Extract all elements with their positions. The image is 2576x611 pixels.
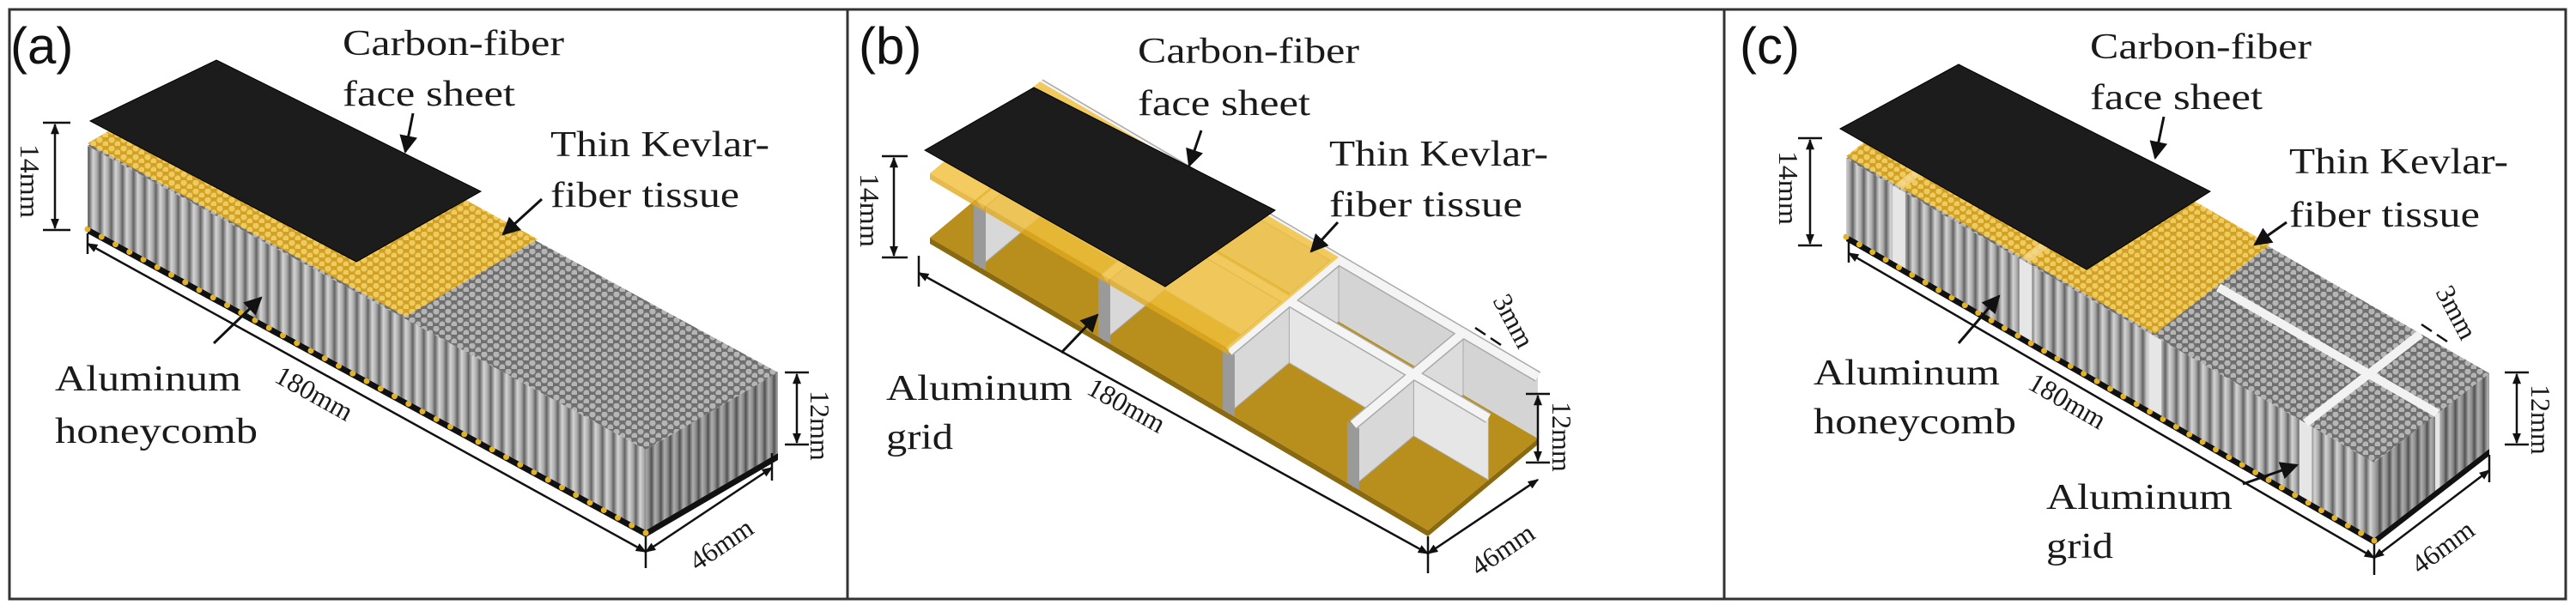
dimension-label: 12mm: [1546, 402, 1577, 472]
face-sheet-label: face sheet: [343, 75, 515, 114]
carbon-fiber-face-sheet: [923, 87, 1276, 287]
plate-edge-dot: [1843, 233, 1850, 240]
core-label: Aluminum: [886, 369, 1072, 408]
grid-label: grid: [2046, 527, 2113, 566]
face-sheet-label: Carbon-fiber: [1138, 32, 1359, 71]
carbon-fiber-face-sheet: [1838, 64, 2212, 270]
dimension-12mm: 12mm: [785, 371, 835, 461]
dimension-label: 12mm: [2525, 384, 2556, 455]
dimension-label: 46mm: [1465, 517, 1540, 582]
core-label: honeycomb: [55, 412, 258, 451]
grid-wall-edge: [974, 202, 986, 271]
grid-wall-edge: [1223, 348, 1235, 417]
face-sheet-label: face sheet: [1138, 84, 1310, 124]
panel-label: (a): [10, 17, 73, 75]
face-sheet-label: face sheet: [2090, 78, 2263, 118]
pointer-arrow: [399, 112, 418, 154]
dimension-label: 14mm: [1773, 151, 1804, 225]
panel-label: (c): [1740, 17, 1800, 75]
grid-wall-front: [2148, 332, 2162, 416]
core-label: Aluminum: [1814, 354, 2000, 393]
dimension-3mm: 3mm: [2421, 280, 2484, 344]
core-label: honeycomb: [1814, 402, 2016, 442]
grid-wall-edge: [1098, 275, 1110, 344]
pointer-arrow: [501, 197, 544, 236]
pointer-arrow: [2149, 116, 2168, 160]
kevlar-label: fiber tissue: [1329, 185, 1522, 225]
grid-wall-front: [2299, 419, 2312, 503]
dimension-label: 14mm: [854, 173, 885, 247]
face-sheet-label: Carbon-fiber: [343, 24, 564, 64]
dimension-label: 14mm: [15, 144, 46, 218]
dimension-label: 3mm: [1487, 288, 1541, 353]
dimension-label: 46mm: [683, 511, 759, 577]
grid-wall-end: [2435, 411, 2440, 491]
plate-edge-dot: [2371, 537, 2378, 544]
dimension-label: 46mm: [2405, 513, 2480, 579]
plate-edge-dot: [98, 233, 105, 240]
kevlar-label: fiber tissue: [2289, 196, 2480, 235]
plate-edge-dot: [1856, 241, 1862, 248]
grid-wall-front: [2019, 258, 2032, 342]
pointer-arrow: [1186, 130, 1204, 167]
kevlar-label: Thin Kevlar-: [2289, 142, 2508, 182]
plate-edge-dot: [84, 226, 91, 233]
pointer-arrow: [2253, 221, 2287, 246]
dimension-label: 180mm: [1083, 372, 1171, 439]
dimension-12mm: 12mm: [1526, 392, 1577, 472]
dimension-14mm: 14mm: [1773, 136, 1822, 247]
dimension-14mm: 14mm: [15, 121, 70, 232]
dimension-14mm: 14mm: [854, 154, 908, 259]
panel-a: (a) Carbon-fiber face sheet Thin Kevlar-…: [10, 17, 835, 577]
figure-frame: [8, 8, 2567, 601]
dimension-12mm: 12mm: [2505, 371, 2556, 455]
kevlar-label: fiber tissue: [550, 176, 739, 215]
kevlar-label: Thin Kevlar-: [550, 125, 769, 165]
panel-label: (b): [859, 17, 921, 75]
grid-label: Aluminum: [2046, 478, 2233, 517]
carbon-fiber-face-sheet: [88, 59, 483, 263]
panel-c: (c) Carbon-fiber face sheet Thin Kevlar-…: [1740, 17, 2556, 580]
dimension-label: 12mm: [805, 390, 835, 461]
face-sheet-label: Carbon-fiber: [2090, 27, 2312, 67]
plate-edge-dot: [642, 529, 649, 536]
pointer-arrow: [1309, 221, 1340, 253]
geometry-layer: [84, 59, 2489, 545]
grid-wall-edge: [1347, 420, 1359, 490]
core-label: Aluminum: [55, 360, 241, 399]
core-label: grid: [886, 418, 953, 457]
grid-wall-front: [1893, 185, 1905, 269]
kevlar-label: Thin Kevlar-: [1329, 135, 1548, 174]
